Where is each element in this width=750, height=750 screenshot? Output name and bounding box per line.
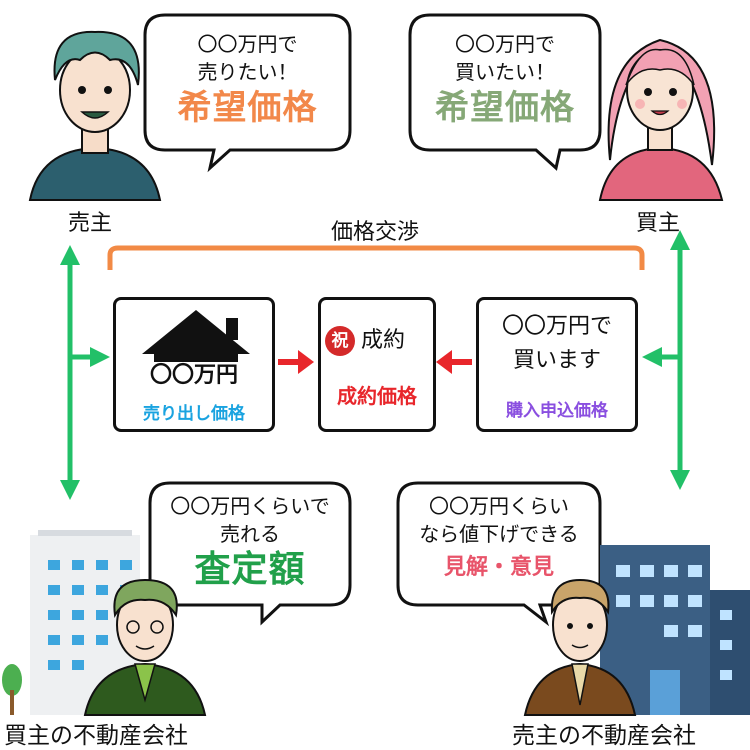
offer-line2: 買います <box>512 348 601 373</box>
seller-desired-price: 希望価格 <box>177 88 318 128</box>
seller-agent-illustration <box>523 578 637 716</box>
offer-price-caption: 購入申込価格 <box>506 401 608 421</box>
buyer-agent-bubble-line2: 売れる <box>220 522 280 546</box>
buyer-agent-bubble-line1: 〇〇万円くらいで <box>170 494 330 518</box>
buyer-bubble-line1: 〇〇万円で <box>455 32 555 56</box>
listing-price-value: 〇〇万円 <box>145 362 242 390</box>
buyer-desired-price: 希望価格 <box>435 88 575 128</box>
buyer-label: 買主 <box>636 211 681 236</box>
offer-box: 〇〇万円で 買います 購入申込価格 <box>476 297 638 432</box>
seller-bubble-line2: 売りたい！ <box>197 60 298 84</box>
seller-agent-label: 売主の不動産会社 <box>512 723 696 749</box>
deal-price-caption: 成約価格 <box>337 384 417 408</box>
seller-agent-building-illustration <box>600 545 750 715</box>
seller-agent-bubble-content: 〇〇万円くらい なら値下げできる 見解・意見 <box>400 492 598 588</box>
buyer-agent-speech-bubble <box>148 481 352 626</box>
buyer-bubble-line2: 買いたい！ <box>455 60 555 84</box>
seller-bubble-line1: 〇〇万円で <box>197 32 298 56</box>
buyer-speech-bubble <box>408 13 602 171</box>
buyer-bubble-content: 〇〇万円で 買いたい！ 希望価格 <box>412 30 598 130</box>
buyer-agent-illustration <box>83 578 207 716</box>
negotiation-label: 価格交渉 <box>330 220 419 245</box>
seller-label: 売主 <box>68 211 113 236</box>
appraisal-amount: 査定額 <box>194 549 306 590</box>
celebration-badge: 祝 <box>325 326 355 356</box>
seller-illustration <box>28 30 162 201</box>
buyer-agent-label: 買主の不動産会社 <box>4 723 188 749</box>
seller-speech-bubble <box>143 13 352 173</box>
negotiation-bracket <box>107 245 645 270</box>
deal-box: 祝 成約 成約価格 <box>318 297 436 432</box>
listing-price-value-wrap: 〇〇万円 <box>116 362 272 390</box>
offer-to-deal-arrow <box>436 350 472 374</box>
buyer-agent-bubble-content: 〇〇万円くらいで 売れる 査定額 <box>152 492 348 592</box>
buyer-illustration <box>598 38 724 201</box>
listing-price-box: 〇〇万円 売り出し価格 <box>113 297 275 432</box>
seller-agent-speech-bubble <box>396 481 602 627</box>
listing-to-deal-arrow <box>278 350 314 374</box>
offer-line1: 〇〇万円で <box>501 314 612 339</box>
listing-price-caption: 売り出し価格 <box>143 404 245 424</box>
seller-bubble-content: 〇〇万円で 売りたい！ 希望価格 <box>150 30 345 130</box>
seller-agent-bubble-line2: なら値下げできる <box>419 522 579 546</box>
seller-agent-bubble-line1: 〇〇万円くらい <box>429 494 569 518</box>
deal-title: 成約 <box>361 328 406 353</box>
seller-agent-opinion: 見解・意見 <box>443 555 554 580</box>
